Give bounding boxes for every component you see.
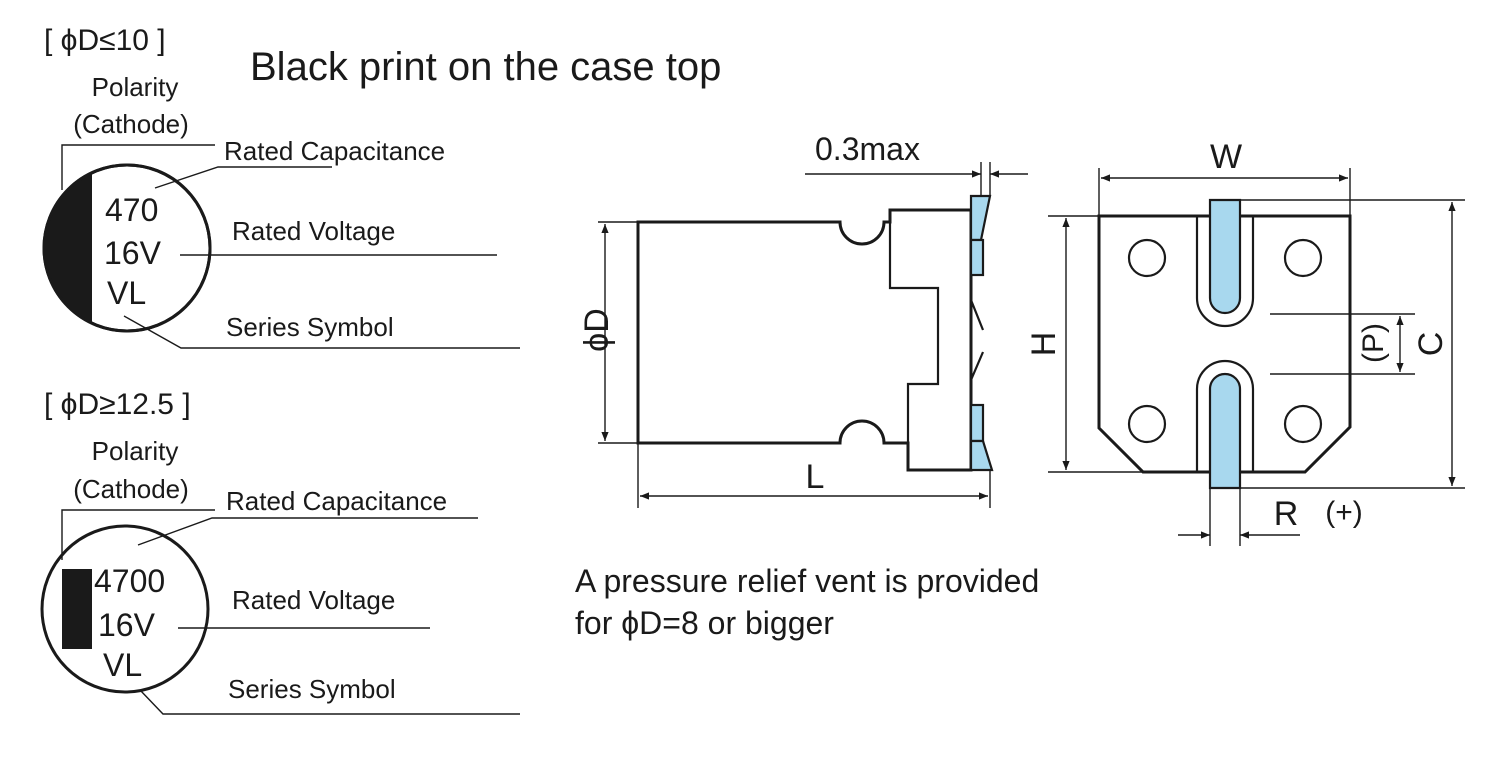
diagram-title: Black print on the case top [250,45,721,89]
dim-width-label: W [1210,138,1242,176]
vent-note-line-2: for ϕD=8 or bigger [575,605,834,641]
dim-thickness-label: 0.3max [815,131,920,167]
terminal-small-upper [969,238,985,277]
small-capacitance-leader [154,166,332,189]
large-capacitance-label: Rated Capacitance [226,486,447,516]
terminal-top [969,194,992,242]
small-marking-voltage: 16V [104,235,162,271]
small-polarity-label-sub: (Cathode) [73,109,189,139]
vent-note-line-1: A pressure relief vent is provided [575,563,1039,599]
large-capacitance-leader [137,517,478,546]
large-marking-capacitance: 4700 [94,563,165,599]
mounting-hole [1127,404,1167,444]
small-polarity-leader [61,144,215,190]
dim-c-label: C [1412,332,1450,357]
small-capacitance-label: Rated Capacitance [224,136,445,166]
bottom-view-drawing: W H (P) C R (+) [1025,138,1465,546]
lower-terminal [1208,372,1242,490]
small-case-header: [ ϕD≤10 ] [44,24,166,57]
large-series-label: Series Symbol [228,674,396,704]
large-voltage-label: Rated Voltage [232,585,395,615]
large-marking-series: VL [103,647,142,683]
dim-height-label: H [1025,332,1063,357]
small-polarity-band [44,165,92,331]
small-case-marking: [ ϕD≤10 ] Polarity (Cathode) 470 16V VL … [42,24,520,349]
small-polarity-label: Polarity [92,72,179,102]
large-marking-voltage: 16V [98,607,156,643]
terminal-bottom [969,439,994,472]
large-polarity-leader [61,509,215,560]
small-series-leader [123,315,520,349]
large-polarity-label: Polarity [92,436,179,466]
terminal-small-lower [969,403,985,443]
small-series-label: Series Symbol [226,312,394,342]
large-case-header: [ ϕD≥12.5 ] [44,388,191,421]
small-marking-series: VL [107,275,146,311]
small-voltage-label: Rated Voltage [232,216,395,246]
upper-terminal [1208,198,1242,315]
terminal-bend-lower [969,351,985,405]
large-polarity-label-sub: (Cathode) [73,474,189,504]
lower-terminal-slot [1195,359,1255,472]
upper-terminal-slot [1195,216,1255,328]
mounting-hole [1127,238,1167,278]
large-case-top-circle [40,524,210,694]
large-polarity-band [62,569,92,649]
capacitor-can-body [636,208,973,472]
mounting-hole [1283,404,1323,444]
large-case-marking: [ ϕD≥12.5 ] Polarity (Cathode) 4700 16V … [40,388,520,715]
large-series-leader [139,689,520,715]
dim-diameter-label: ϕD [578,308,616,352]
mounting-hole [1283,238,1323,278]
dim-length-label: L [806,458,825,496]
dim-r-label: R [1274,495,1299,533]
dim-pitch-label: (P) [1357,323,1390,363]
small-marking-capacitance: 470 [105,192,158,228]
polarity-plus-label: (+) [1325,496,1363,529]
side-view-drawing: 0.3max ϕD L [578,131,1028,508]
terminal-bend-upper [969,275,985,331]
base-plate-step [888,222,940,443]
